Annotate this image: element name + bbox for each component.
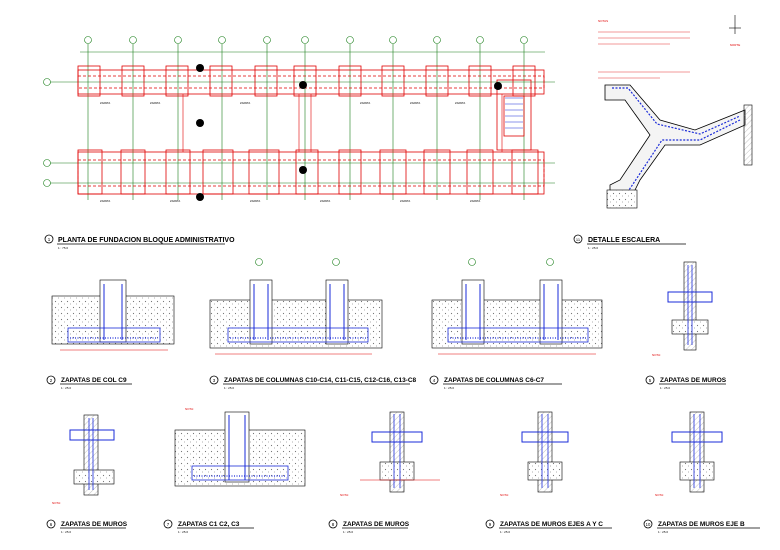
svg-text:3: 3 xyxy=(213,378,216,383)
detail-title-4: 4 ZAPATAS DE COLUMNAS C6-C7 1 : 25.0 xyxy=(429,375,562,390)
stair-title: DETALLE ESCALERA xyxy=(588,237,660,244)
stair-footing-rebar xyxy=(505,97,523,129)
svg-text:NOTA:: NOTA: xyxy=(500,493,509,497)
north-arrow: NORTE xyxy=(729,15,741,47)
detail-wall-footing-5: NOTA: xyxy=(652,261,713,357)
svg-text:NOTA:: NOTA: xyxy=(52,501,61,505)
general-notes: NOTAS xyxy=(598,19,690,79)
svg-text:ZAPATA: ZAPATA xyxy=(240,101,250,105)
plan-scale: 1 : 75.0 xyxy=(58,246,68,250)
svg-text:ZAPATA: ZAPATA xyxy=(360,101,370,105)
svg-text:1 : 25.0: 1 : 25.0 xyxy=(658,530,668,534)
detail-wall-footing-6: NOTA: xyxy=(52,414,115,505)
svg-text:ZAPATAS DE COLUMNAS C10-C14, C: ZAPATAS DE COLUMNAS C10-C14, C11-C15, C1… xyxy=(224,377,417,384)
detail-footing-c10-c14 xyxy=(209,258,383,355)
detail-footing-c9 xyxy=(51,279,175,351)
svg-text:ZAPATAS C1 C2, C3: ZAPATAS C1 C2, C3 xyxy=(178,521,240,528)
foundation-plan: ZAPATA ZAPATA ZAPATA ZAPATA ZAPATA ZAPATA Z… xyxy=(43,36,555,250)
detail-title-5: 5 ZAPATAS DE MUROS 1 : 25.0 xyxy=(645,375,727,390)
plan-title-marker xyxy=(44,234,54,244)
svg-text:ZAPATA: ZAPATA xyxy=(320,199,330,203)
svg-text:ZAPATAS DE MUROS EJES A Y C: ZAPATAS DE MUROS EJES A Y C xyxy=(500,521,603,528)
svg-text:ZAPATA: ZAPATA xyxy=(100,199,110,203)
section-markers xyxy=(196,64,502,201)
plan-notes: ZAPATA ZAPATA ZAPATA ZAPATA ZAPATA ZAPATA Z… xyxy=(100,101,480,203)
svg-text:1 : 25.0: 1 : 25.0 xyxy=(61,386,71,390)
svg-text:1 : 25.0: 1 : 25.0 xyxy=(61,530,71,534)
detail-footing-c6-c7 xyxy=(431,258,603,355)
svg-text:6: 6 xyxy=(50,522,53,527)
svg-text:ZAPATA: ZAPATA xyxy=(150,101,160,105)
svg-text:NOTA:: NOTA: xyxy=(655,493,664,497)
svg-text:ZAPATAS DE COLUMNAS C6-C7: ZAPATAS DE COLUMNAS C6-C7 xyxy=(444,377,544,384)
svg-text:1 : 25.0: 1 : 25.0 xyxy=(444,386,454,390)
detail-wall-footing-9: NOTA: xyxy=(500,411,569,497)
svg-text:1 : 25.0: 1 : 25.0 xyxy=(343,530,353,534)
detail-title-8: 8 ZAPATAS DE MUROS 1 : 25.0 xyxy=(328,519,410,534)
svg-text:ZAPATA: ZAPATA xyxy=(455,101,465,105)
svg-text:4: 4 xyxy=(433,378,436,383)
north-label: NORTE xyxy=(730,43,740,47)
svg-text:ZAPATA: ZAPATA xyxy=(170,199,180,203)
detail-title-2: 2 ZAPATAS DE COL C9 1 : 25.0 xyxy=(46,375,132,390)
svg-text:ZAPATAS DE MUROS: ZAPATAS DE MUROS xyxy=(343,521,410,528)
svg-text:ZAPATA: ZAPATA xyxy=(470,199,480,203)
svg-text:5: 5 xyxy=(649,378,652,383)
svg-text:1 : 25.0: 1 : 25.0 xyxy=(178,530,188,534)
stair-scale: 1 : 25.0 xyxy=(588,246,598,250)
plan-number: 1 xyxy=(48,237,51,242)
svg-text:ZAPATAS DE MUROS: ZAPATAS DE MUROS xyxy=(61,521,128,528)
svg-text:1 : 25.0: 1 : 25.0 xyxy=(224,386,234,390)
svg-text:ZAPATAS DE MUROS: ZAPATAS DE MUROS xyxy=(660,377,727,384)
svg-text:ZAPATA: ZAPATA xyxy=(250,199,260,203)
svg-text:9: 9 xyxy=(489,522,492,527)
detail-title-6: 6 ZAPATAS DE MUROS 1 : 25.0 xyxy=(46,519,128,534)
plan-title: PLANTA DE FUNDACION BLOQUE ADMINISTRATIV… xyxy=(58,237,235,244)
svg-text:ZAPATA: ZAPATA xyxy=(400,199,410,203)
detail-title-3: 3 ZAPATAS DE COLUMNAS C10-C14, C11-C15, … xyxy=(209,375,417,390)
stair-detail: 11 DETALLE ESCALERA 1 : 25.0 xyxy=(573,84,753,250)
svg-text:ZAPATA: ZAPATA xyxy=(100,101,110,105)
svg-text:1 : 25.0: 1 : 25.0 xyxy=(660,386,670,390)
svg-text:NOTA:: NOTA: xyxy=(340,493,349,497)
svg-text:7: 7 xyxy=(167,522,170,527)
stair-number: 11 xyxy=(576,237,581,242)
detail-title-9: 9 ZAPATAS DE MUROS EJES A Y C 1 : 25.0 xyxy=(485,519,612,534)
svg-text:ZAPATAS DE MUROS EJE B: ZAPATAS DE MUROS EJE B xyxy=(658,521,745,528)
svg-text:1 : 25.0: 1 : 25.0 xyxy=(500,530,510,534)
detail-wall-footing-10: NOTA: xyxy=(655,411,723,497)
svg-text:ZAPATA: ZAPATA xyxy=(410,101,420,105)
svg-text:NOTA:: NOTA: xyxy=(185,407,194,411)
svg-text:NOTA:: NOTA: xyxy=(652,353,661,357)
svg-text:2: 2 xyxy=(50,378,53,383)
svg-text:8: 8 xyxy=(332,522,335,527)
detail-footing-c1-c2-c3: NOTA: xyxy=(174,407,306,487)
detail-title-10: 10 ZAPATAS DE MUROS EJE B 1 : 25.0 xyxy=(643,519,760,534)
svg-text:ZAPATAS DE COL C9: ZAPATAS DE COL C9 xyxy=(61,377,127,384)
svg-text:10: 10 xyxy=(646,522,651,527)
svg-text:NOTAS: NOTAS xyxy=(598,19,608,23)
detail-wall-footing-8: NOTA: xyxy=(340,411,440,497)
detail-title-7: 7 ZAPATAS C1 C2, C3 1 : 25.0 xyxy=(163,519,254,534)
